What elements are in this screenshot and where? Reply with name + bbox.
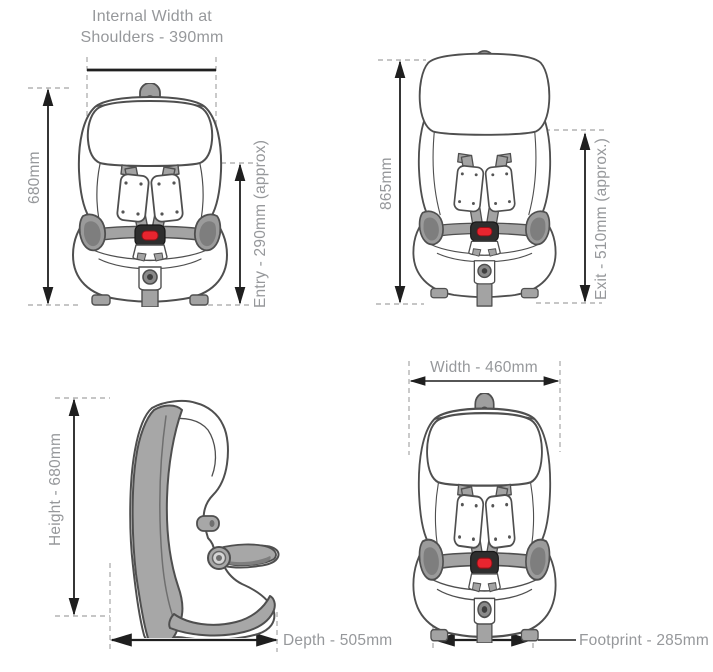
label-height: Height - 680mm [47, 432, 64, 546]
seat-front-footprint [412, 393, 557, 643]
seat-front-exit [412, 50, 557, 307]
dims-front-exit [376, 59, 605, 305]
seat-side-view [129, 399, 280, 638]
dims-front-footprint [408, 361, 576, 652]
seat-front-entry [72, 83, 228, 307]
label-footprint: Footprint - 285mm [579, 632, 710, 649]
label-entry: Entry - 290mm (approx) [252, 139, 269, 308]
label-depth: Depth - 505mm [283, 632, 393, 649]
dims-side [55, 397, 279, 652]
label-height-865: 865mm [378, 157, 395, 211]
label-exit: Exit - 510mm (approx.) [593, 137, 610, 301]
label-internal-width: Internal Width at Shoulders - 390mm [80, 8, 224, 46]
label-width: Width - 460mm [430, 359, 538, 376]
label-height-680: 680mm [26, 151, 43, 205]
dims-front-entry [28, 57, 254, 306]
